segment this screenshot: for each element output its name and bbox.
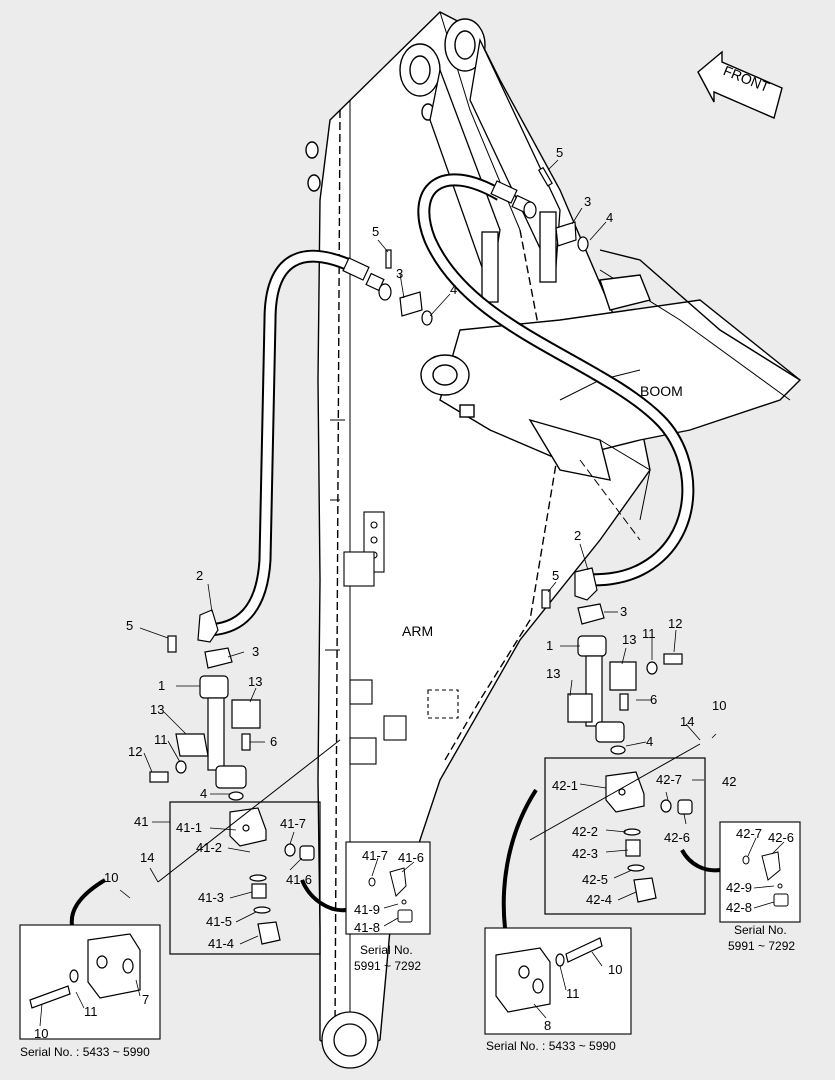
label-3-right: 3 xyxy=(620,604,627,619)
label-41-5: 41-5 xyxy=(206,914,232,929)
label-42-7-inset: 42-7 xyxy=(736,826,762,841)
label-41-3: 41-3 xyxy=(198,890,224,905)
label-42-6: 42-6 xyxy=(664,830,690,845)
label-10-inset-left: 10 xyxy=(34,1026,48,1041)
label-4-left: 4 xyxy=(200,786,207,801)
serial-bottom-left: Serial No. : 5433 ~ 5990 xyxy=(20,1045,150,1059)
serial-inset-41-title: Serial No. xyxy=(360,943,413,957)
label-10-right: 10 xyxy=(712,698,726,713)
label-42-1: 42-1 xyxy=(552,778,578,793)
inset-41-serial xyxy=(345,841,431,935)
label-11-right: 11 xyxy=(642,626,656,641)
label-41-1: 41-1 xyxy=(176,820,202,835)
label-5-left: 5 xyxy=(126,618,133,633)
label-5-right: 5 xyxy=(552,568,559,583)
label-11-left: 11 xyxy=(154,732,168,747)
label-1-right: 1 xyxy=(546,638,553,653)
serial-inset-42-range: 5991 ~ 7292 xyxy=(728,939,795,953)
label-13-right-a: 13 xyxy=(622,632,636,647)
arm-bottom-pivot xyxy=(321,1011,379,1069)
label-11-inset-mid: 11 xyxy=(566,986,580,1001)
serial-inset-42-title: Serial No. xyxy=(734,923,787,937)
label-42-8-inset: 42-8 xyxy=(726,900,752,915)
label-41-2: 41-2 xyxy=(196,840,222,855)
label-12-left: 12 xyxy=(128,744,142,759)
label-5-top-left: 5 xyxy=(372,224,379,239)
boom-label: BOOM xyxy=(640,383,683,399)
label-10-inset-mid: 10 xyxy=(608,962,622,977)
right-pipe-assembly xyxy=(541,589,683,755)
label-41-9-inset: 41-9 xyxy=(354,902,380,917)
label-42-6-inset: 42-6 xyxy=(768,830,794,845)
label-42-7: 42-7 xyxy=(656,772,682,787)
label-6-right: 6 xyxy=(650,692,657,707)
left-pipe-assembly xyxy=(149,635,261,801)
label-41: 41 xyxy=(134,814,148,829)
label-5-top-right: 5 xyxy=(556,145,563,160)
label-41-6-inset: 41-6 xyxy=(398,850,424,865)
label-7-inset: 7 xyxy=(142,992,149,1007)
hydraulic-hoses xyxy=(204,173,695,637)
label-41-7: 41-7 xyxy=(280,816,306,831)
label-8-inset: 8 xyxy=(544,1018,551,1033)
serial-inset-41-range: 5991 ~ 7292 xyxy=(354,959,421,973)
label-42-9-inset: 42-9 xyxy=(726,880,752,895)
label-3-top-right: 3 xyxy=(584,194,591,209)
label-41-8-inset: 41-8 xyxy=(354,920,380,935)
label-14-left: 14 xyxy=(140,850,154,865)
label-12-right: 12 xyxy=(668,616,682,631)
label-41-4: 41-4 xyxy=(208,936,234,951)
part-labels: 5 3 4 5 3 4 2 5 3 1 13 13 6 11 12 4 41 4… xyxy=(20,145,795,1059)
inset-pointers xyxy=(69,788,721,929)
label-42: 42 xyxy=(722,774,736,789)
label-10-left: 10 xyxy=(104,870,118,885)
inset-left-bottom xyxy=(19,924,161,1040)
label-4-top-left: 4 xyxy=(450,282,457,297)
label-2-right: 2 xyxy=(574,528,581,543)
label-41-6: 41-6 xyxy=(286,872,312,887)
arm-brackets xyxy=(343,511,459,765)
label-4-top-right: 4 xyxy=(606,210,613,225)
label-42-5: 42-5 xyxy=(582,872,608,887)
label-2-left: 2 xyxy=(196,568,203,583)
inset-42-serial xyxy=(719,821,801,923)
label-42-4: 42-4 xyxy=(586,892,612,907)
front-arrow-icon xyxy=(697,50,783,119)
label-6-left: 6 xyxy=(270,734,277,749)
label-41-7-inset: 41-7 xyxy=(362,848,388,863)
inset-mid-bottom xyxy=(484,927,632,1035)
box-41 xyxy=(169,801,321,955)
label-14-right: 14 xyxy=(680,714,694,729)
label-13-right-b: 13 xyxy=(546,666,560,681)
label-1-left: 1 xyxy=(158,678,165,693)
serial-bottom-mid: Serial No. : 5433 ~ 5990 xyxy=(486,1039,616,1053)
leader-lines xyxy=(39,159,785,1027)
label-13-left-b: 13 xyxy=(150,702,164,717)
hose-fittings xyxy=(197,180,598,643)
label-3-left: 3 xyxy=(252,644,259,659)
label-4-right: 4 xyxy=(646,734,653,749)
top-flanges xyxy=(385,166,589,326)
label-42-3: 42-3 xyxy=(572,846,598,861)
label-3-top-left: 3 xyxy=(396,266,403,281)
front-arrow: FRONT xyxy=(697,50,783,119)
label-42-2: 42-2 xyxy=(572,824,598,839)
label-13-left-a: 13 xyxy=(248,674,262,689)
arm-label: ARM xyxy=(402,623,433,639)
label-11-inset-left: 11 xyxy=(84,1004,98,1019)
